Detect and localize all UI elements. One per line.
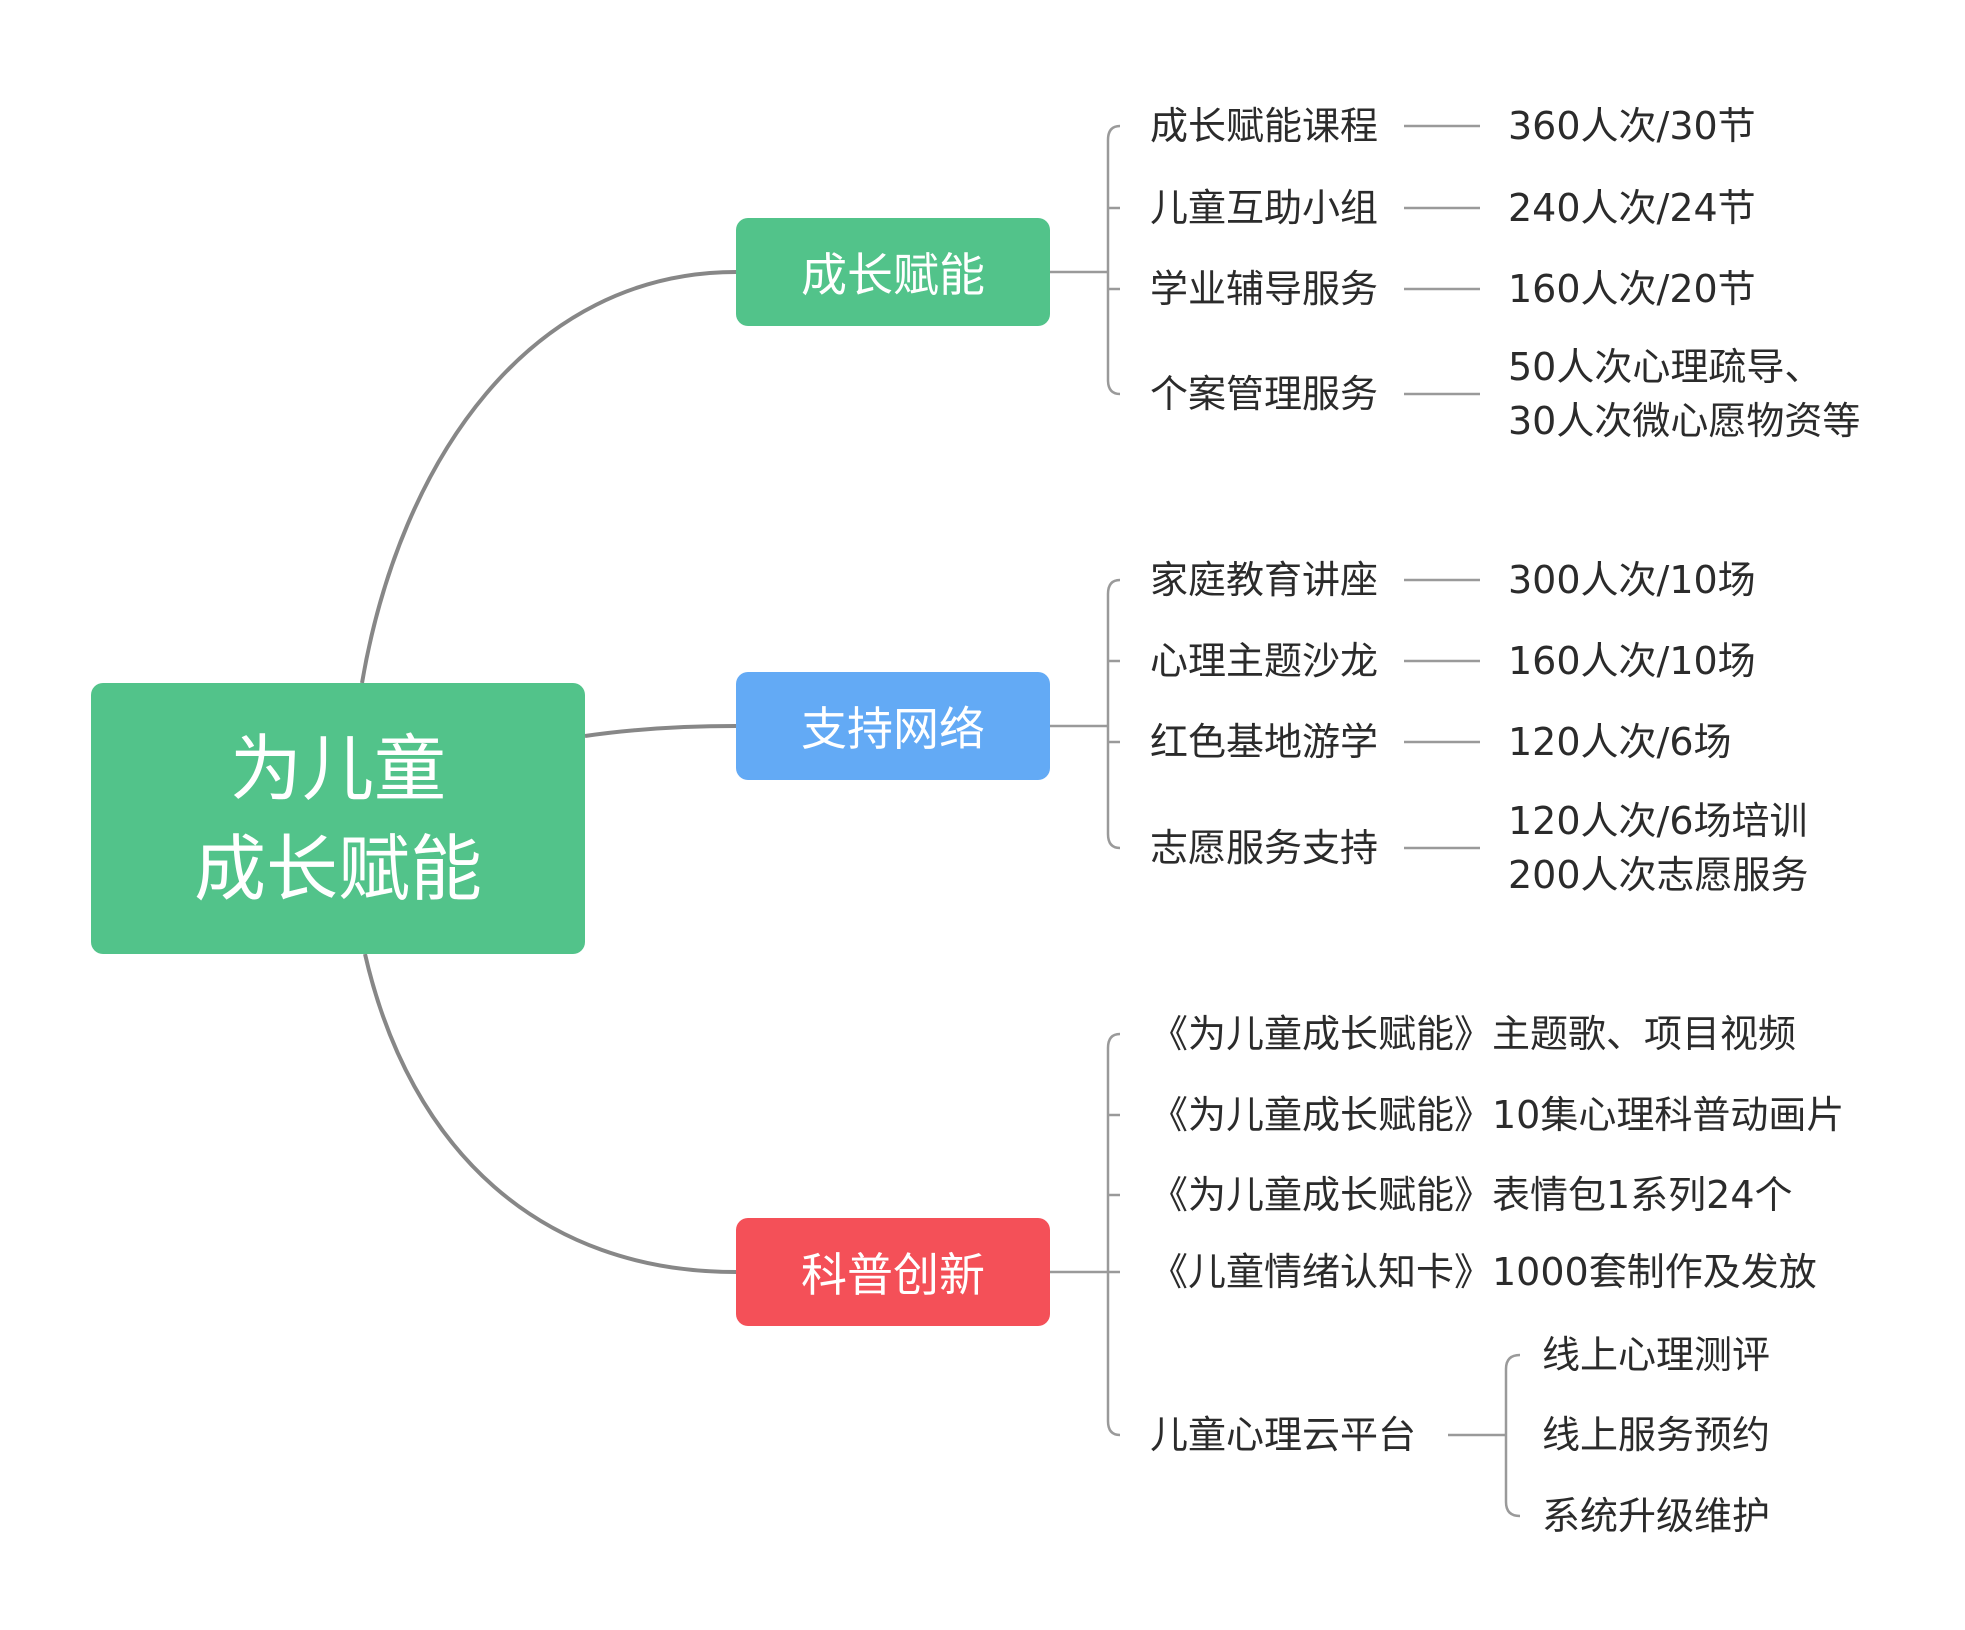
growth-item-label: 个案管理服务 (1150, 372, 1379, 416)
growth-item-value: 160人次/20节 (1508, 267, 1756, 311)
bracket-growth (1050, 124, 1480, 396)
growth-item-value: 360人次/30节 (1508, 104, 1756, 148)
growth-item-label: 学业辅导服务 (1150, 267, 1379, 311)
growth-item-value-line2: 30人次微心愿物资等 (1508, 399, 1861, 443)
branch-support: 支持网络 (736, 672, 1050, 780)
growth-item-value-line1: 50人次心理疏导、 (1508, 345, 1823, 389)
science-item-label: 《儿童情绪认知卡》1000套制作及发放 (1150, 1250, 1817, 1294)
support-item-label: 家庭教育讲座 (1150, 558, 1379, 602)
root-title-line1: 为儿童 (229, 726, 446, 811)
connector-root-support (584, 724, 737, 738)
growth-item-value: 240人次/24节 (1508, 186, 1756, 230)
support-item-value-line1: 120人次/6场培训 (1508, 799, 1808, 843)
support-item-value-line2: 200人次志愿服务 (1508, 853, 1809, 897)
bracket-science (1050, 1032, 1521, 1518)
growth-item-label: 成长赋能课程 (1150, 104, 1379, 148)
branch-support-label: 支持网络 (801, 702, 985, 756)
connector-root-growth (360, 270, 737, 684)
support-item-label: 红色基地游学 (1150, 720, 1379, 764)
root-title-line2: 成长赋能 (193, 826, 482, 911)
science-item-label: 《为儿童成长赋能》主题歌、项目视频 (1150, 1012, 1797, 1056)
connector-root-science (363, 953, 737, 1274)
branch-science: 科普创新 (736, 1218, 1050, 1326)
root-node: 为儿童 成长赋能 (91, 683, 585, 954)
support-item-value: 160人次/10场 (1508, 639, 1756, 683)
science-item-label: 《为儿童成长赋能》10集心理科普动画片 (1150, 1093, 1845, 1137)
support-item-value: 300人次/10场 (1508, 558, 1756, 602)
growth-item-label: 儿童互助小组 (1150, 186, 1379, 230)
support-item-label: 心理主题沙龙 (1150, 639, 1379, 683)
support-item-label: 志愿服务支持 (1150, 826, 1379, 870)
branch-science-label: 科普创新 (801, 1248, 985, 1302)
cloud-platform-child: 线上心理测评 (1542, 1333, 1771, 1377)
support-item-value: 120人次/6场 (1508, 720, 1732, 764)
bracket-support (1050, 578, 1480, 850)
branch-growth: 成长赋能 (736, 218, 1050, 326)
science-item-label: 儿童心理云平台 (1150, 1413, 1417, 1457)
cloud-platform-child: 系统升级维护 (1542, 1494, 1771, 1538)
science-item-label: 《为儿童成长赋能》表情包1系列24个 (1150, 1173, 1793, 1217)
branch-growth-label: 成长赋能 (801, 248, 985, 302)
cloud-platform-child: 线上服务预约 (1542, 1413, 1771, 1457)
